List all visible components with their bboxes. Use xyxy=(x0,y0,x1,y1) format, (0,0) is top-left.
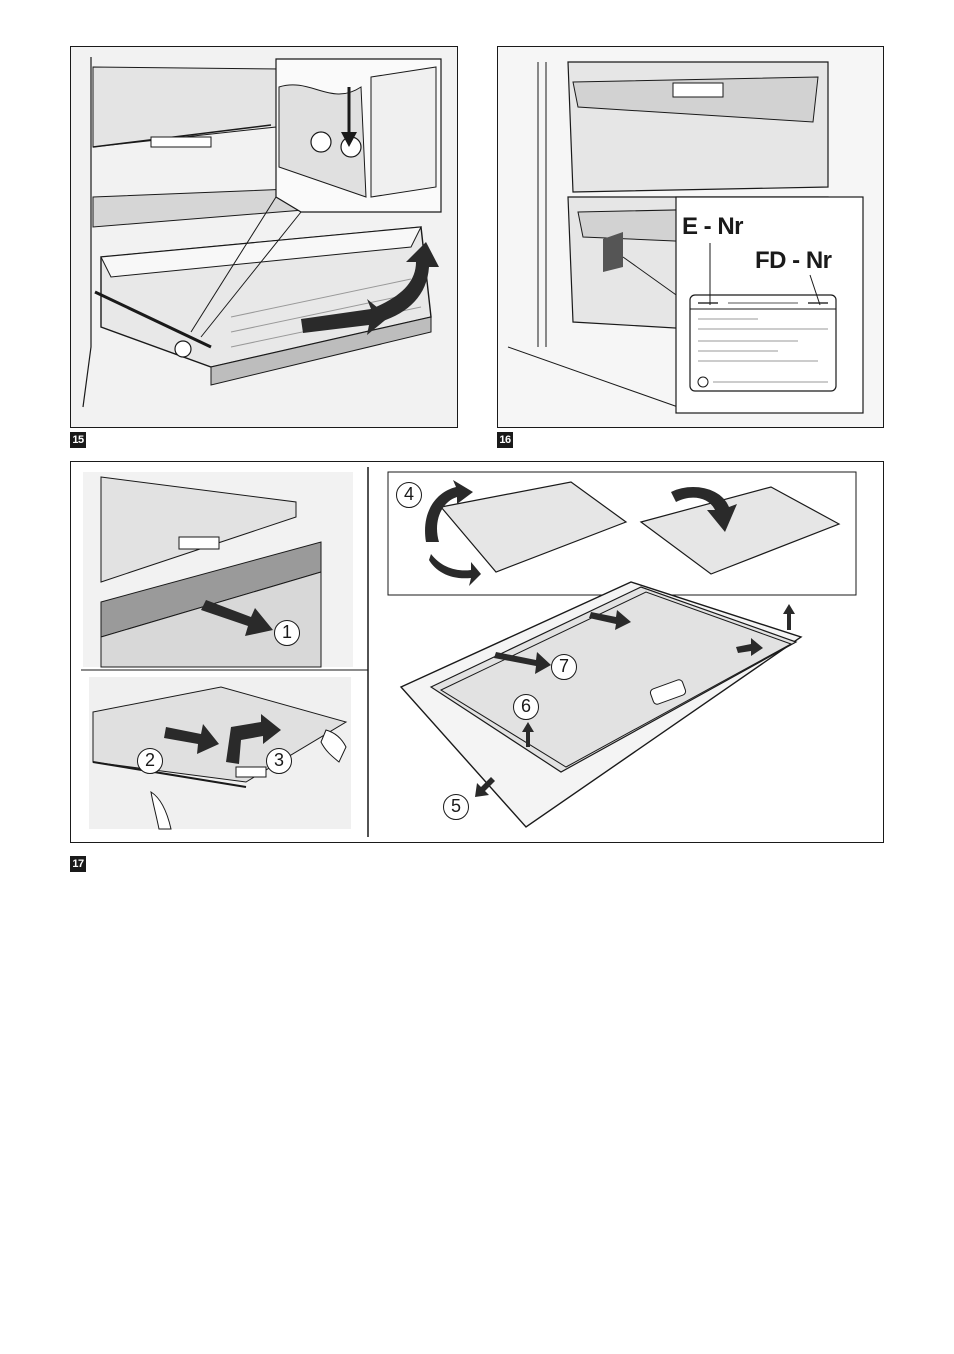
figure-17-drawing xyxy=(71,462,884,843)
figure-15-drawing xyxy=(71,47,458,428)
step-3-callout: 3 xyxy=(266,748,292,774)
step-4-callout: 4 xyxy=(396,482,422,508)
step-7-callout: 7 xyxy=(551,654,577,680)
figure-17-number: 17 xyxy=(70,856,86,872)
step-6-callout: 6 xyxy=(513,694,539,720)
step-5-callout: 5 xyxy=(443,794,469,820)
figure-15-number: 15 xyxy=(70,432,86,448)
fd-nr-label: FD - Nr xyxy=(755,247,832,275)
figure-16-number: 16 xyxy=(497,432,513,448)
step-2-callout: 2 xyxy=(137,748,163,774)
figure-17-panel: 1 2 3 4 5 6 7 xyxy=(70,461,884,843)
e-nr-label: E - Nr xyxy=(682,213,743,241)
figure-15-panel xyxy=(70,46,458,428)
figure-16-panel: E - Nr FD - Nr xyxy=(497,46,884,428)
step-1-callout: 1 xyxy=(274,620,300,646)
